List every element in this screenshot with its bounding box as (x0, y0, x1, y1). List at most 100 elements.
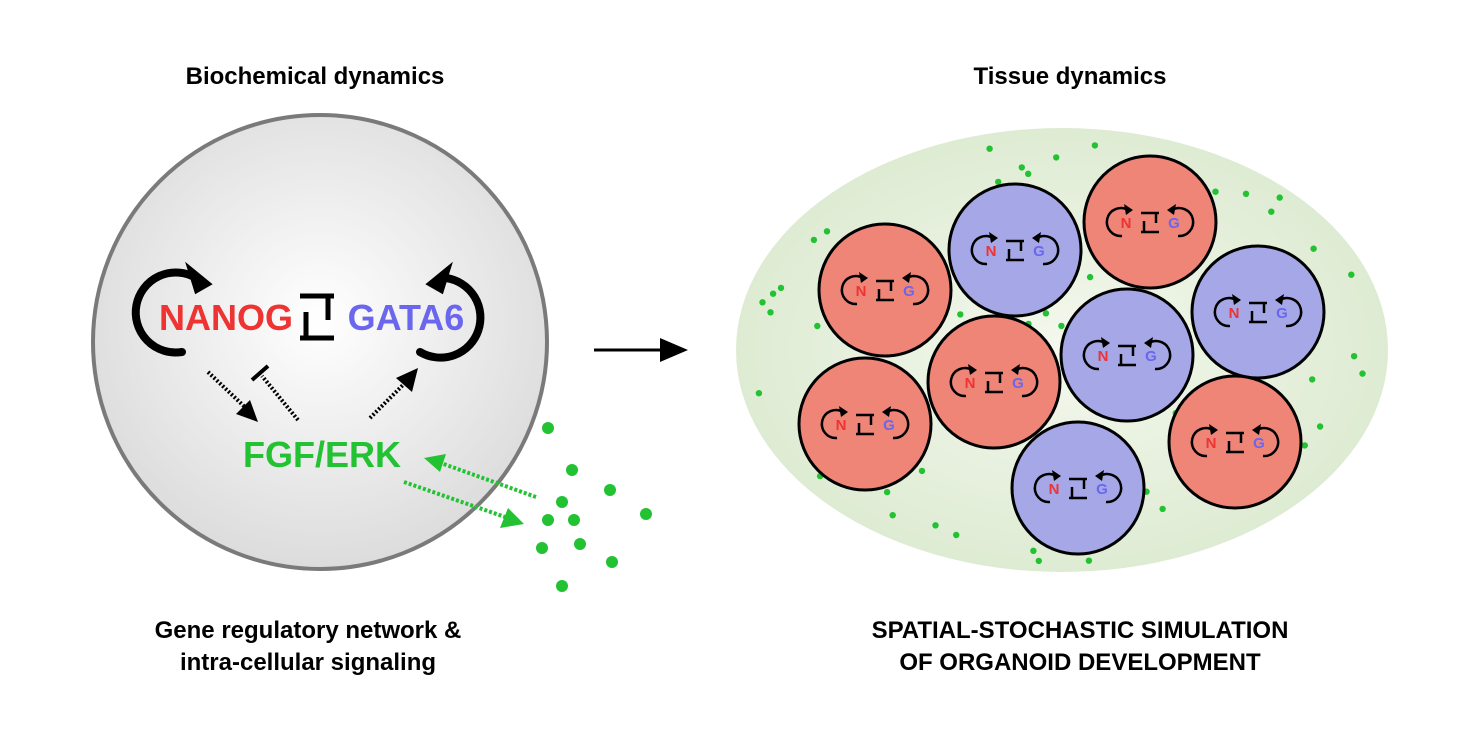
fgf-molecule (1348, 271, 1355, 278)
cell-nanog-label: N (965, 375, 976, 392)
fgf-molecule (1058, 322, 1065, 330)
left-caption-line2: intra-cellular signaling (180, 649, 436, 676)
cell-nanog-label: N (856, 283, 867, 300)
fgf-molecule (755, 390, 763, 397)
gata6-label: GATA6 (348, 297, 465, 338)
fgf-molecule (814, 322, 821, 330)
fgf-molecule (932, 522, 939, 529)
nanog-label: NANOG (159, 297, 293, 338)
fgf-import-arrow (424, 454, 537, 499)
cell-gata6-label: G (1168, 215, 1180, 232)
fgf-molecule (1091, 142, 1099, 149)
fgf-molecule (556, 496, 568, 508)
fgf-molecule (1018, 164, 1025, 171)
cell-membrane (91, 113, 549, 571)
cell-gata6-label: G (903, 283, 915, 300)
left-caption-line1: Gene regulatory network & (155, 617, 462, 644)
progression-arrow (594, 338, 688, 362)
right-caption-line2: OF ORGANOID DEVELOPMENT (899, 649, 1261, 676)
nanog-self-activation-arrow (131, 261, 213, 357)
fgf-molecule (769, 290, 777, 297)
fgf-molecule (640, 508, 652, 520)
cell-gata6-label: G (1096, 481, 1108, 498)
fgf-inhibits-nanog (250, 364, 300, 422)
fgf-molecule (1025, 170, 1032, 177)
right-heading: Tissue dynamics (974, 63, 1167, 90)
fgf-molecule (556, 580, 568, 592)
right-caption-line1: SPATIAL-STOCHASTIC SIMULATION (872, 617, 1289, 644)
fgf-molecule (1242, 190, 1250, 197)
cell-nanog-label: N (1121, 215, 1132, 232)
fgf-molecule (1085, 557, 1093, 564)
fgf-molecule (1030, 547, 1037, 554)
fgf-molecule (1035, 557, 1043, 565)
fgf-molecule (1268, 208, 1275, 215)
gata6-self-activation-arrow (416, 261, 485, 362)
cell-nanog-label: N (1098, 348, 1109, 365)
fgf-molecule (542, 422, 554, 434)
cell-nanog-label: N (836, 417, 847, 434)
fgf-molecule (1310, 245, 1317, 252)
fgf-molecule (1212, 188, 1219, 195)
cell-gata6-label: G (1253, 435, 1265, 452)
fgf-molecule (1159, 505, 1166, 513)
fgf-molecule (953, 531, 960, 539)
cell-nanog-label: N (1206, 435, 1217, 452)
fgf-molecule (777, 284, 785, 292)
fgf-erk-label: FGF/ERK (243, 434, 401, 475)
cell-mutual-inhibition (1249, 301, 1267, 324)
cell-mutual-inhibition (1226, 431, 1244, 454)
fgf-molecule (1316, 423, 1324, 430)
fgf-molecule (1042, 310, 1050, 317)
extracellular-fgf-molecules (536, 422, 652, 592)
fgf-molecule (566, 464, 578, 476)
cell-mutual-inhibition (985, 371, 1003, 394)
fgf-molecule (957, 311, 964, 318)
fgf-molecule (995, 178, 1002, 186)
cell-gata6-label: G (1033, 243, 1045, 260)
fgf-molecule (1276, 194, 1283, 201)
fgf-molecule (604, 484, 616, 496)
cell-nanog-label: N (1049, 481, 1060, 498)
fgf-molecule (1350, 353, 1358, 360)
fgf-molecule (606, 556, 618, 568)
left-heading: Biochemical dynamics (186, 63, 445, 90)
fgf-molecule (536, 542, 548, 554)
cell-gata6-label: G (1276, 305, 1288, 322)
fgf-molecule (986, 145, 993, 152)
fgf-molecule (1086, 273, 1094, 281)
fgf-molecule (574, 538, 586, 550)
fgf-molecule (918, 467, 926, 475)
cell-mutual-inhibition (1118, 344, 1136, 367)
cell-gata6-label: G (1012, 375, 1024, 392)
cell-nanog-label: N (1229, 305, 1240, 322)
cell-gata6-label: G (883, 417, 895, 434)
fgf-molecule (810, 236, 818, 244)
fgf-to-gata6-arrow (368, 368, 418, 420)
cell-gata6-label: G (1145, 348, 1157, 365)
fgf-molecule (1053, 154, 1060, 161)
cell-mutual-inhibition (856, 413, 874, 436)
fgf-molecule (1309, 376, 1316, 383)
fgf-export-arrow (403, 480, 524, 528)
cell-mutual-inhibition (876, 279, 894, 302)
mutual-inhibition-symbol (300, 293, 334, 341)
fgf-molecule (889, 512, 896, 519)
fgf-molecule (1301, 442, 1309, 449)
fgf-molecule (883, 488, 891, 496)
fgf-molecule (759, 299, 766, 306)
cell-mutual-inhibition (1006, 239, 1024, 262)
fgf-molecule (542, 514, 554, 526)
cell-mutual-inhibition (1069, 477, 1087, 500)
fgf-molecule (823, 228, 831, 235)
